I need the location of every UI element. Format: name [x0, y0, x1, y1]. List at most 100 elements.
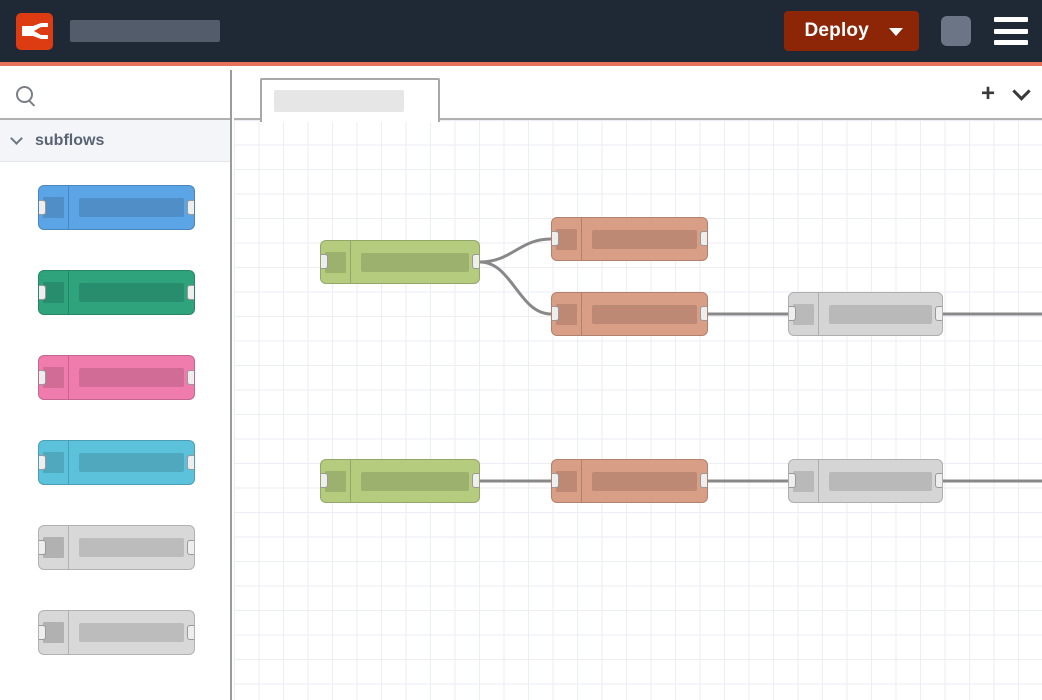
- node-input-port[interactable]: [552, 306, 559, 321]
- node-label-area: [351, 460, 479, 502]
- flow-node-orange-mid[interactable]: [551, 292, 708, 336]
- palette-item[interactable]: [0, 520, 230, 576]
- node-red-logo-icon[interactable]: [16, 12, 53, 50]
- hamburger-menu-icon[interactable]: [994, 17, 1028, 45]
- flow-node-green-bottom[interactable]: [320, 459, 480, 503]
- node-icon-glyph: [793, 303, 814, 325]
- node-output-port[interactable]: [187, 454, 194, 470]
- node-type-icon: [552, 218, 582, 260]
- node-icon-glyph: [793, 470, 814, 492]
- palette-category-label: subflows: [35, 131, 105, 149]
- node-icon-glyph: [556, 303, 577, 325]
- node-label-area: [582, 293, 707, 335]
- palette-item[interactable]: [0, 265, 230, 321]
- wire-green-to-orange-mid[interactable]: [479, 260, 552, 316]
- node-label: [592, 229, 697, 249]
- palette-node-6[interactable]: [38, 610, 195, 655]
- node-label: [829, 304, 932, 324]
- node-type-icon: [552, 460, 582, 502]
- palette-node-2[interactable]: [38, 270, 195, 315]
- node-label: [361, 252, 469, 272]
- palette-node-list: [0, 162, 230, 661]
- node-label-area: [69, 186, 194, 229]
- node-icon-glyph: [43, 537, 64, 558]
- node-output-port[interactable]: [187, 539, 194, 555]
- flow-canvas[interactable]: [234, 118, 1042, 700]
- node-type-icon: [39, 186, 69, 229]
- node-icon-glyph: [43, 622, 64, 643]
- node-icon-glyph: [43, 282, 64, 303]
- node-icon-glyph: [325, 251, 346, 273]
- tab-flow-1[interactable]: [260, 78, 440, 122]
- flow-node-orange-top[interactable]: [551, 217, 708, 261]
- menu-bar-2: [994, 28, 1028, 34]
- node-output-port[interactable]: [700, 231, 707, 246]
- node-output-port[interactable]: [472, 473, 479, 488]
- palette-search-bar[interactable]: [0, 70, 230, 120]
- palette-node-1[interactable]: [38, 185, 195, 230]
- palette-item[interactable]: [0, 605, 230, 661]
- node-label: [79, 368, 184, 387]
- node-input-port[interactable]: [39, 624, 46, 640]
- node-label-area: [819, 460, 942, 502]
- node-input-port[interactable]: [789, 306, 796, 321]
- node-output-port[interactable]: [187, 284, 194, 300]
- node-output-port[interactable]: [187, 624, 194, 640]
- node-input-port[interactable]: [552, 231, 559, 246]
- flow-node-grey-bottom[interactable]: [788, 459, 943, 503]
- node-input-port[interactable]: [321, 254, 328, 269]
- user-avatar-icon[interactable]: [941, 16, 971, 46]
- node-label-area: [69, 356, 194, 399]
- flow-node-grey-mid[interactable]: [788, 292, 943, 336]
- node-type-icon: [321, 460, 351, 502]
- node-type-icon: [789, 293, 819, 335]
- palette-node-4[interactable]: [38, 440, 195, 485]
- header-actions: Deploy: [784, 11, 1042, 51]
- tabbar-actions: +: [980, 70, 1031, 118]
- node-label: [592, 304, 697, 324]
- node-label-area: [69, 611, 194, 654]
- node-input-port[interactable]: [321, 473, 328, 488]
- flow-name-input[interactable]: [70, 20, 220, 42]
- node-type-icon: [552, 293, 582, 335]
- workspace-tabbar: +: [234, 70, 1042, 122]
- node-label: [79, 538, 184, 557]
- wire-green-to-orange-top[interactable]: [479, 237, 552, 264]
- node-input-port[interactable]: [39, 539, 46, 555]
- node-output-port[interactable]: [935, 306, 942, 321]
- node-label-area: [69, 441, 194, 484]
- node-output-port[interactable]: [187, 199, 194, 215]
- menu-bar-3: [994, 40, 1028, 45]
- node-label-area: [582, 460, 707, 502]
- chevron-down-icon[interactable]: [889, 28, 903, 36]
- palette-node-5[interactable]: [38, 525, 195, 570]
- wire-layer: [479, 237, 1042, 483]
- node-input-port[interactable]: [39, 454, 46, 470]
- node-input-port[interactable]: [789, 473, 796, 488]
- palette-item[interactable]: [0, 435, 230, 491]
- deploy-button[interactable]: Deploy: [784, 11, 919, 51]
- node-output-port[interactable]: [700, 306, 707, 321]
- node-output-port[interactable]: [472, 254, 479, 269]
- node-input-port[interactable]: [39, 284, 46, 300]
- node-input-port[interactable]: [39, 199, 46, 215]
- menu-bar-1: [994, 17, 1028, 22]
- node-label: [79, 198, 184, 217]
- chevron-down-icon[interactable]: [1012, 81, 1031, 101]
- palette-item[interactable]: [0, 350, 230, 406]
- palette-item[interactable]: [0, 180, 230, 236]
- node-input-port[interactable]: [552, 473, 559, 488]
- flow-node-orange-bottom[interactable]: [551, 459, 708, 503]
- node-output-port[interactable]: [700, 473, 707, 488]
- flow-node-green-top[interactable]: [320, 240, 480, 284]
- node-label: [79, 283, 184, 302]
- node-label: [79, 453, 184, 472]
- palette-node-3[interactable]: [38, 355, 195, 400]
- node-output-port[interactable]: [935, 473, 942, 488]
- palette-category-subflows[interactable]: subflows: [0, 120, 230, 162]
- node-icon-glyph: [325, 470, 346, 492]
- node-input-port[interactable]: [39, 369, 46, 385]
- plus-icon[interactable]: +: [980, 80, 995, 107]
- node-output-port[interactable]: [187, 369, 194, 385]
